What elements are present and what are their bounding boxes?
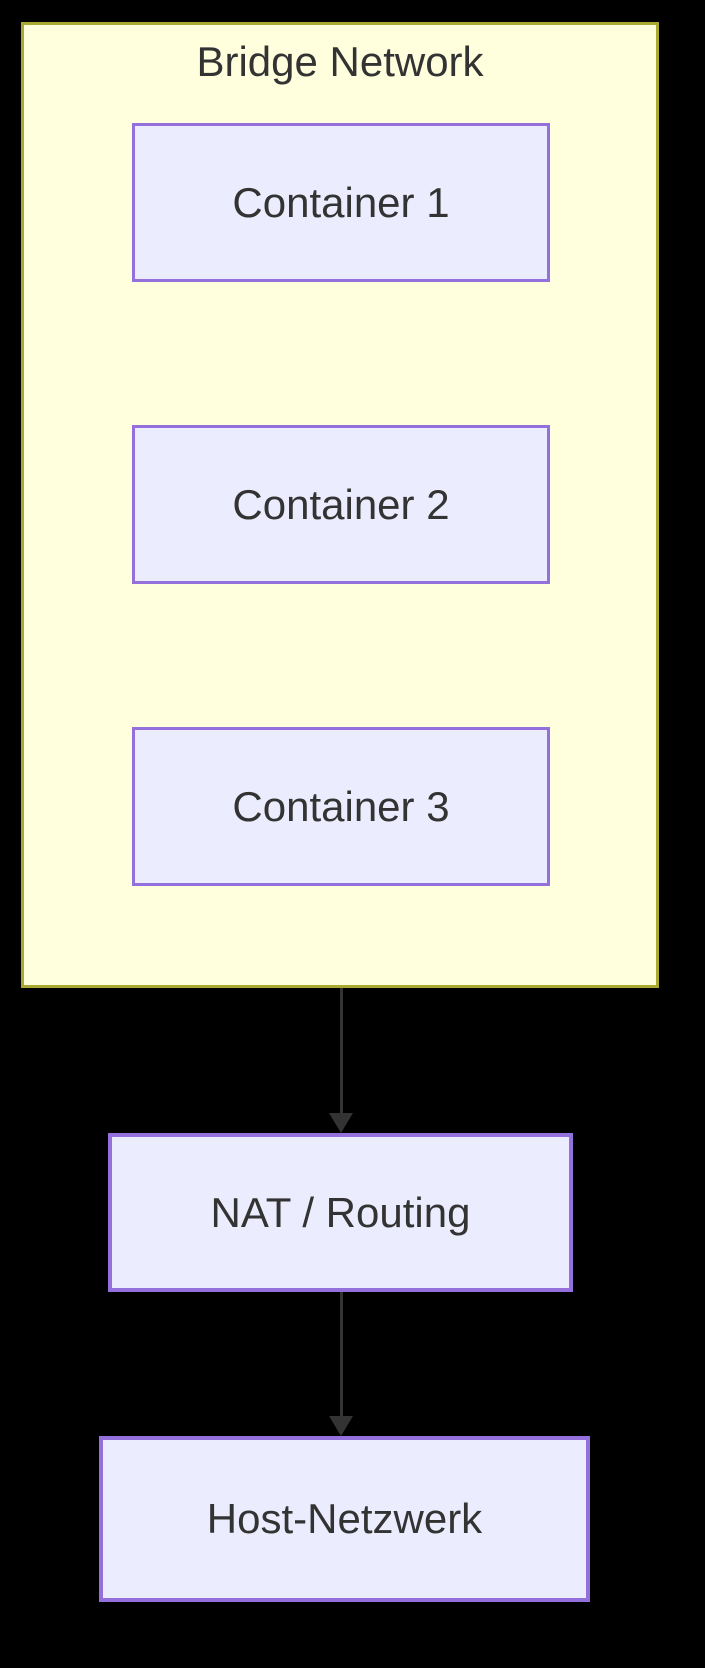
node-nat-routing: NAT / Routing (108, 1133, 573, 1292)
node-host-netzwerk: Host-Netzwerk (99, 1436, 590, 1602)
cluster-title: Bridge Network (196, 38, 484, 85)
node-container-3: Container 3 (132, 727, 550, 886)
edge-line (339, 1292, 343, 1418)
arrowhead-down-icon (329, 1416, 353, 1436)
node-container-1-label: Container 1 (232, 178, 450, 226)
node-container-3-label: Container 3 (232, 782, 450, 830)
node-nat-routing-label: NAT / Routing (210, 1188, 471, 1236)
edge-bridge-to-nat (329, 988, 353, 1133)
node-host-netzwerk-label: Host-Netzwerk (206, 1495, 483, 1542)
node-container-2-label: Container 2 (232, 480, 450, 528)
arrowhead-down-icon (329, 1113, 353, 1133)
node-container-2: Container 2 (132, 425, 550, 584)
node-container-1: Container 1 (132, 123, 550, 282)
edge-line (339, 988, 343, 1115)
edge-nat-to-host (329, 1292, 353, 1436)
